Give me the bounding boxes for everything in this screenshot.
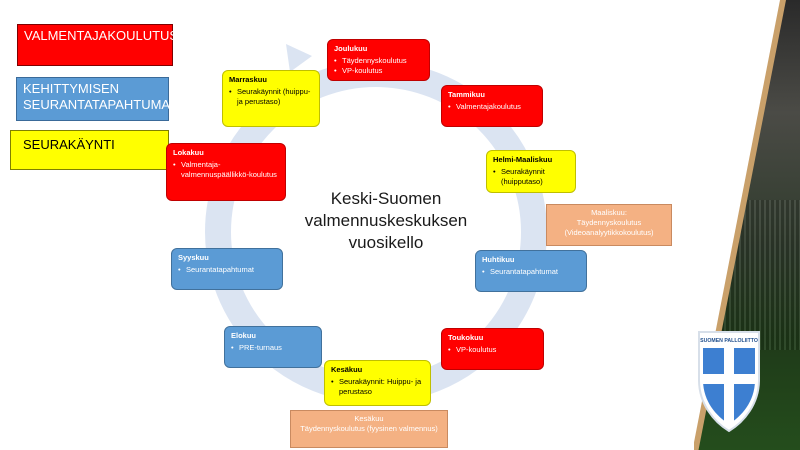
month-tammikuu: Tammikuu Valmentajakoulutus [441, 85, 543, 127]
crest-text: SUOMEN PALLOLIITTO [700, 338, 758, 344]
month-kesakuu: Kesäkuu Seurakäynnit: Huippu- ja perusta… [324, 360, 431, 406]
month-title: Syyskuu [178, 253, 209, 262]
month-item: VP-koulutus [448, 345, 537, 355]
month-title: Helmi-Maaliskuu [493, 155, 553, 164]
month-item: Valmentaja-valmennuspäällikkö-koulutus [173, 160, 279, 180]
month-title: Elokuu [231, 331, 257, 340]
month-item: Seurakäynnit (huippu- ja perustaso) [229, 87, 313, 107]
month-item: VP-koulutus [334, 66, 423, 76]
month-huhtikuu: Huhtikuu Seurantatapahtumat [475, 250, 587, 292]
month-title: Toukokuu [448, 333, 484, 342]
extra-line: Kesäkuu [354, 414, 384, 423]
month-title: Kesäkuu [331, 365, 363, 374]
month-title: Lokakuu [173, 148, 204, 157]
month-item: PRE-turnaus [231, 343, 315, 353]
extra-line: Täydennyskoulutus [576, 217, 642, 227]
month-joulukuu: Joulukuu Täydennyskoulutus VP-koulutus [327, 39, 430, 81]
month-item: Valmentajakoulutus [448, 102, 536, 112]
legend-club-visit: SEURAKÄYNTI [10, 130, 169, 170]
legend-coach-training: VALMENTAJAKOULUTUS [17, 24, 178, 66]
center-title-line1: Keski-Suomen [330, 189, 442, 208]
extra-line: Täydennyskoulutus (fyysinen valmennus) [300, 423, 438, 433]
month-helmi-maaliskuu: Helmi-Maaliskuu Seurakäynnit (huipputaso… [486, 150, 576, 193]
center-title-line2: valmennuskeskuksen [304, 211, 468, 231]
month-syyskuu: Syyskuu Seurantatapahtumat [171, 248, 283, 290]
center-title: Keski-Suomen valmennuskeskuksen vuosikel… [286, 188, 486, 254]
cycle-arrowhead [286, 44, 312, 72]
extra-line: (Videoanalyytikkokoulutus) [564, 227, 654, 237]
month-item: Seurantatapahtumat [178, 265, 276, 275]
month-title: Tammikuu [448, 90, 485, 99]
extra-kesakuu: Kesäkuu Täydennyskoulutus (fyysinen valm… [290, 410, 448, 448]
legend-development-event: KEHITTYMISEN SEURANTATAPAHTUMA [16, 77, 170, 121]
month-title: Huhtikuu [482, 255, 515, 264]
center-title-line3: vuosikello [348, 233, 424, 253]
month-item: Seurakäynnit (huipputaso) [493, 167, 569, 187]
month-item: Täydennyskoulutus [334, 56, 423, 66]
federation-crest-logo: SUOMEN PALLOLIITTO [698, 331, 760, 433]
month-marraskuu: Marraskuu Seurakäynnit (huippu- ja perus… [222, 70, 320, 127]
month-title: Joulukuu [334, 44, 368, 53]
month-elokuu: Elokuu PRE-turnaus [224, 326, 322, 368]
extra-line: Maaliskuu: [591, 208, 627, 217]
month-item: Seurakäynnit: Huippu- ja perustaso [331, 377, 424, 397]
extra-maaliskuu: Maaliskuu: Täydennyskoulutus (Videoanaly… [546, 204, 672, 246]
month-lokakuu: Lokakuu Valmentaja-valmennuspäällikkö-ko… [166, 143, 286, 201]
month-item: Seurantatapahtumat [482, 267, 580, 277]
month-title: Marraskuu [229, 75, 267, 84]
month-toukokuu: Toukokuu VP-koulutus [441, 328, 544, 370]
